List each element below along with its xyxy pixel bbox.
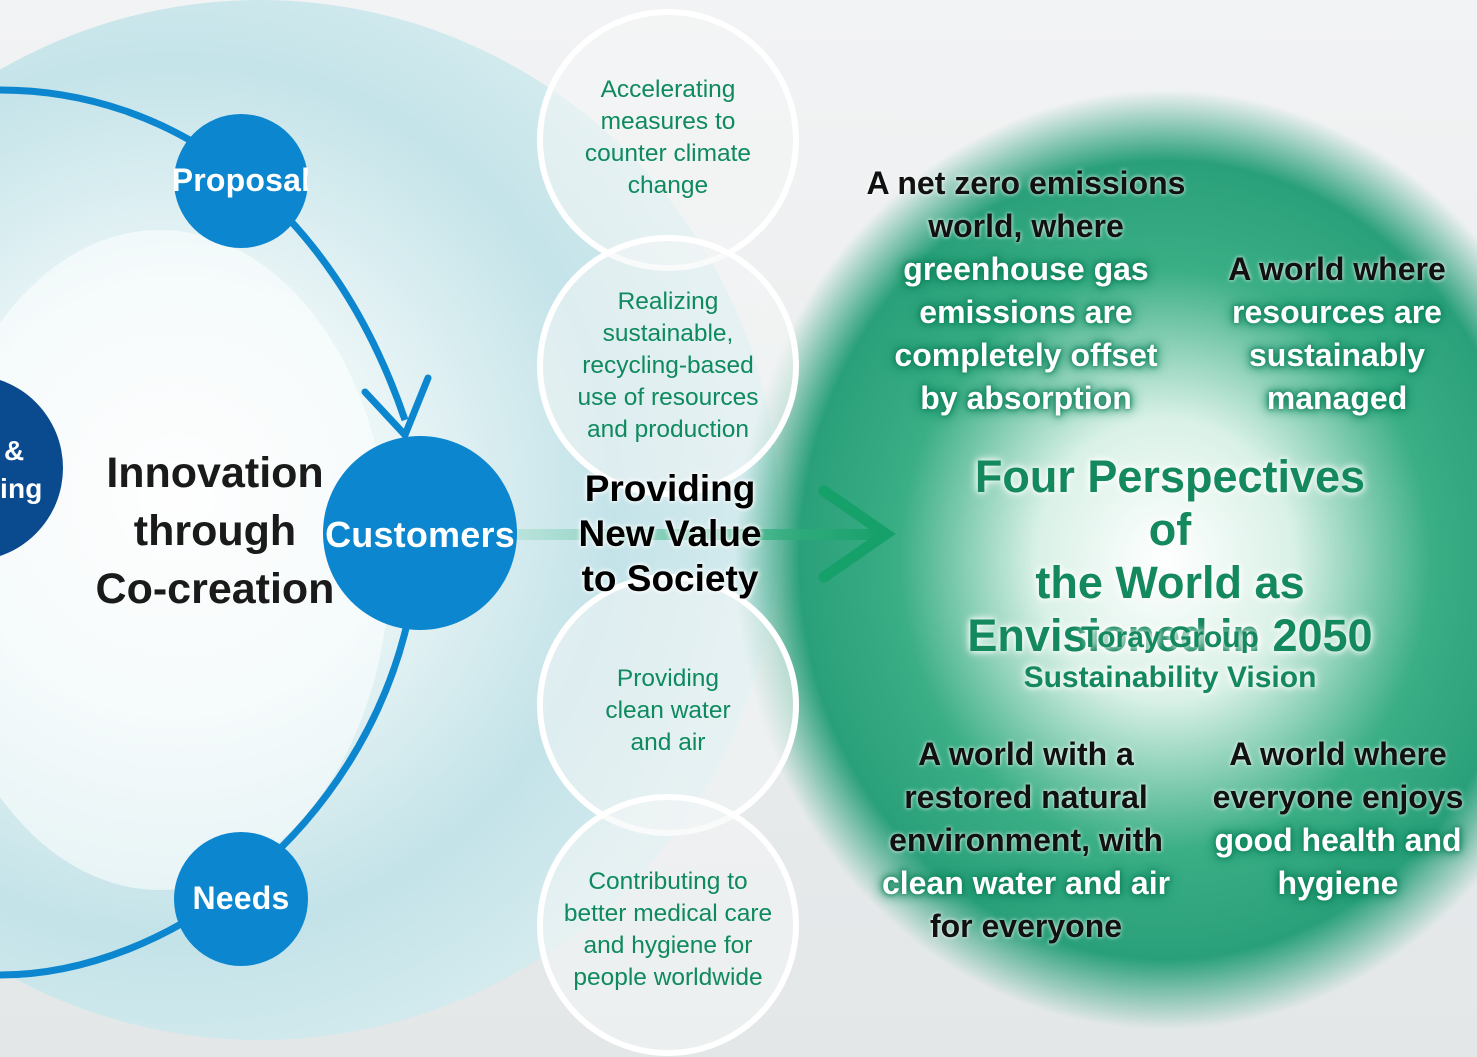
new-value-line3: to Society — [581, 558, 759, 599]
globe-highlight — [0, 230, 390, 890]
left-node-line1: & — [4, 435, 25, 466]
co-creation-line2: through — [133, 507, 297, 555]
needs-label: Needs — [192, 880, 290, 916]
perspective-health: A world where everyone enjoys good healt… — [1212, 736, 1464, 901]
customers-label: Customers — [325, 514, 515, 555]
co-creation-line1: Innovation — [106, 449, 324, 497]
left-node — [0, 379, 63, 557]
bubble-medical — [537, 794, 799, 1056]
co-creation-title: Innovation through Co-creation — [85, 444, 345, 618]
left-node-label: & ing — [0, 432, 44, 508]
perspective-resources: A world where resources are sustainably … — [1228, 251, 1446, 416]
new-value-line1: Providing — [584, 468, 756, 509]
left-node-line2: ing — [0, 473, 43, 504]
new-value-title: Providing New Value to Society — [550, 466, 790, 601]
co-creation-line3: Co-creation — [95, 565, 335, 613]
perspective-net-zero: A net zero emissions world, where greenh… — [866, 165, 1186, 416]
proposal-node — [174, 114, 308, 248]
proposal-label: Proposal — [171, 162, 311, 198]
value-arrow-shaft — [515, 529, 885, 540]
new-value-line2: New Value — [578, 513, 762, 554]
bubble-resources — [537, 235, 799, 497]
customers-node — [323, 436, 517, 630]
perspective-natural-environment: A world with a restored natural environm… — [881, 736, 1171, 944]
vision-glow — [735, 90, 1477, 1030]
value-arrowhead-icon — [818, 485, 896, 583]
cycle-arrowhead-icon — [361, 374, 432, 442]
needs-node — [174, 832, 308, 966]
